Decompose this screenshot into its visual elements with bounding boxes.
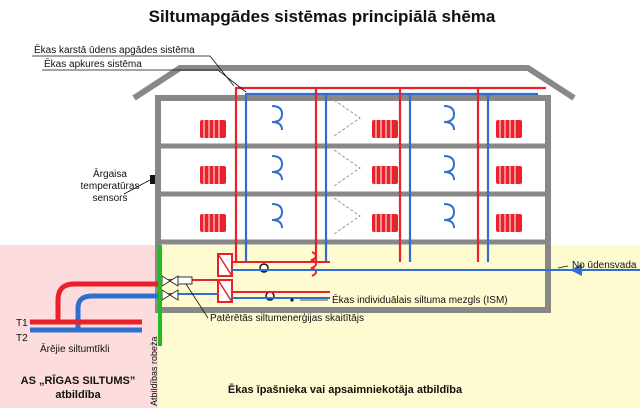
building-responsibility-zone: [158, 245, 640, 408]
outdoor-temperature-sensor: [150, 175, 155, 184]
towel-dryers: [271, 105, 456, 229]
heating-system-label: Ēkas apkures sistēma: [44, 58, 142, 70]
building: [132, 65, 576, 313]
meter-label: Patērētās siltumenerģijas skaitītājs: [210, 311, 364, 324]
heat-substation: [161, 251, 548, 303]
floor-slabs: [158, 143, 548, 245]
leader-lines: [32, 55, 569, 319]
utility-responsibility-label-line2: atbildība: [55, 389, 101, 401]
sensor-label-line3: sensors: [92, 193, 127, 204]
radiators: [200, 120, 522, 232]
utility-responsibility-label-line1: AS „RĪGAS SILTUMS”: [21, 375, 136, 387]
hot-water-system-label: Ēkas karstā ūdens apgādes sistēma: [34, 44, 195, 56]
ism-label: Ēkas individuālais siltuma mezgls (ISM): [332, 294, 508, 306]
sensor-label-line2: temperatūras: [81, 181, 140, 192]
t1-label: T1: [16, 318, 28, 329]
responsibility-boundary-label: Atbildības robeža: [149, 336, 159, 406]
t2-label: T2: [16, 333, 28, 344]
external-networks-label: Ārējie siltumtīkli: [40, 343, 109, 355]
page-title: Siltumapgādes sistēmas principiālā shēma: [149, 7, 496, 26]
heating-risers: [234, 86, 546, 262]
external-heating-pipes: [30, 281, 162, 333]
sensor-label-line1: Ārgaisa: [93, 168, 127, 180]
water-supply-label: No ūdensvada: [572, 260, 637, 271]
stairwell: [333, 99, 361, 235]
building-owner-responsibility-label: Ēkas īpašnieka vai apsaimniekotāja atbil…: [228, 384, 463, 396]
